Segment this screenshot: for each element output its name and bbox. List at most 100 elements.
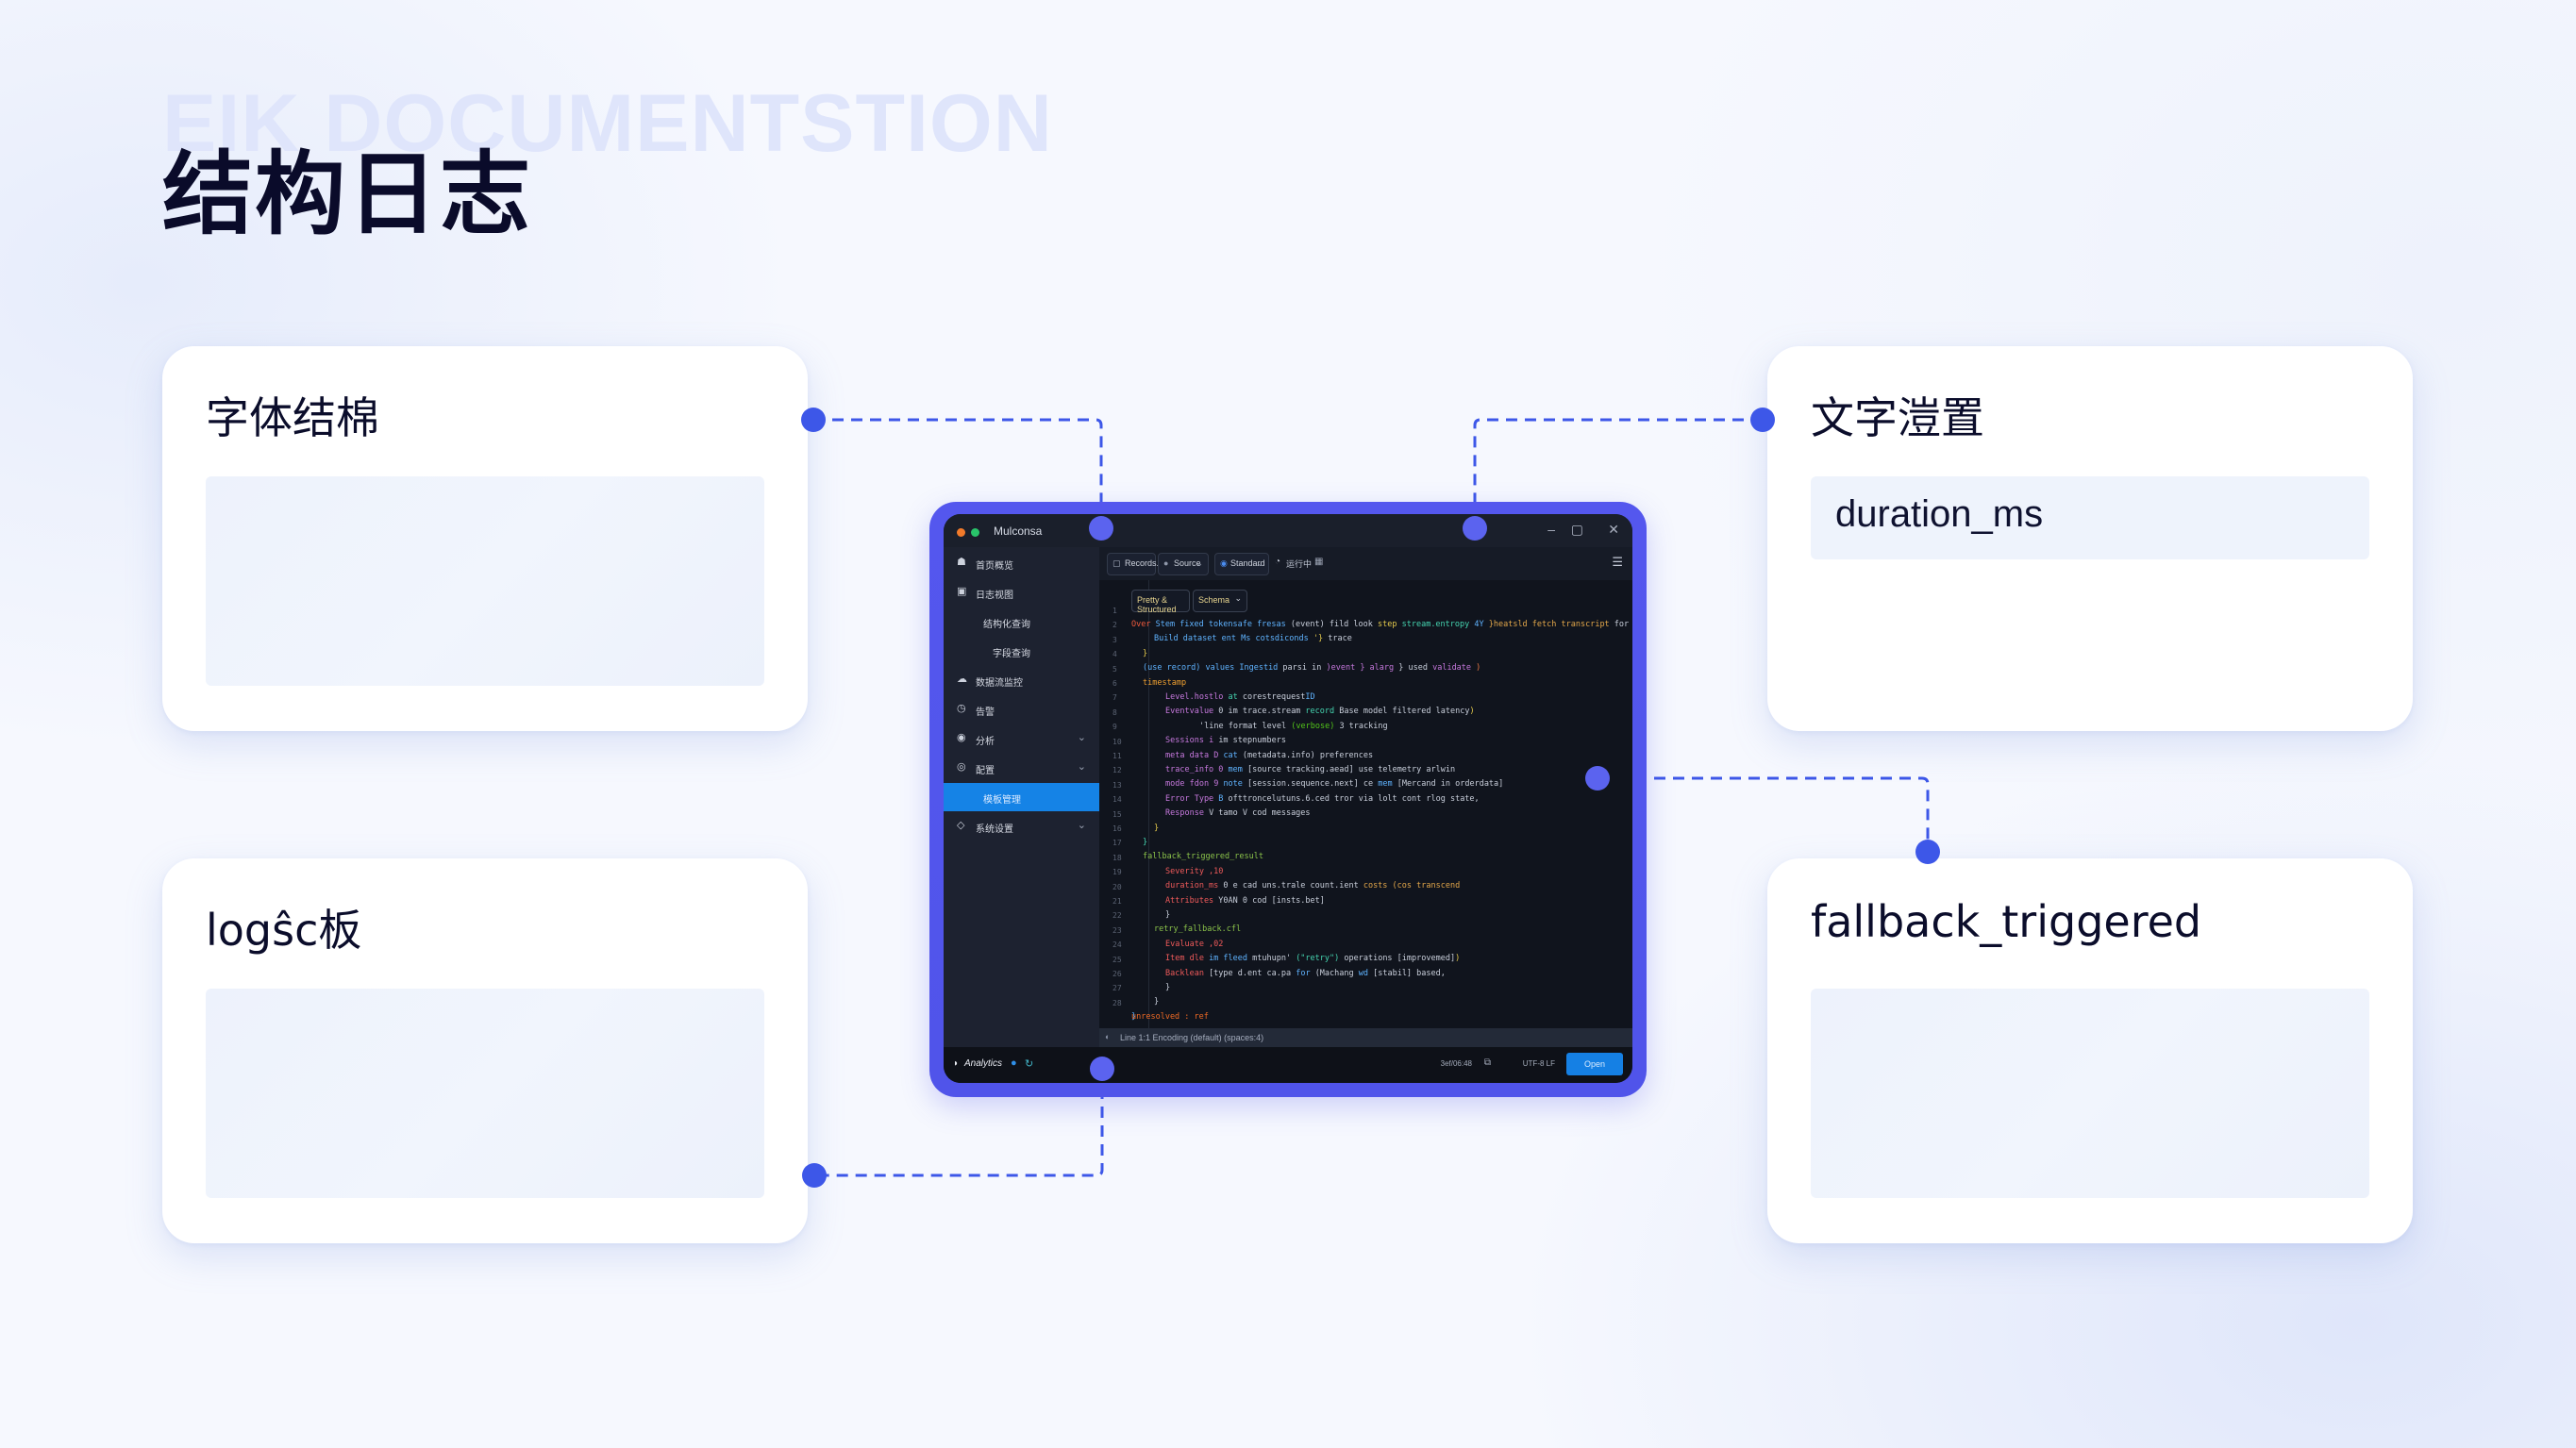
code-token: Severity ,10: [1165, 866, 1224, 876]
sidebar-item[interactable]: ◉分析⌄: [944, 724, 1099, 753]
sync-icon[interactable]: ●: [1011, 1057, 1017, 1069]
code-token: fallback_triggered_result: [1143, 852, 1263, 862]
bell-icon[interactable]: ◗: [953, 1058, 960, 1069]
code-token: retry_fallback.cfl: [1154, 924, 1242, 935]
code-token: preferences: [1319, 750, 1374, 760]
sidebar-item[interactable]: ◷告警: [944, 695, 1099, 724]
code-token: timestamp: [1143, 677, 1187, 688]
standard-dropdown[interactable]: ◉ Standard ⌄: [1214, 553, 1269, 575]
sidebar-item[interactable]: ▣日志视图: [944, 578, 1099, 607]
source-dropdown[interactable]: ● Source ⌄: [1158, 553, 1209, 575]
maximize-icon[interactable]: ▢: [1570, 522, 1583, 537]
code-token: V tamo V cod: [1209, 808, 1272, 819]
code-token: format level: [1228, 721, 1292, 731]
code-token: (metadata.info): [1242, 750, 1320, 760]
code-token: ca.pa: [1266, 968, 1296, 978]
code-token: 'line: [1199, 721, 1229, 731]
sidebar-item[interactable]: 模板管理: [944, 783, 1099, 811]
code-token: [type d.ent: [1209, 968, 1267, 978]
code-token: Base model: [1339, 707, 1393, 717]
chevron-down-icon: ⌄: [1077, 820, 1086, 831]
minimize-icon[interactable]: –: [1547, 522, 1555, 537]
open-button[interactable]: Open: [1566, 1053, 1623, 1075]
code-token: ): [1469, 707, 1475, 717]
code-line: }: [1154, 824, 1159, 833]
menu-icon[interactable]: ☰: [1612, 555, 1623, 569]
code-token: [stabil] based,: [1373, 968, 1446, 978]
window-dot-green-icon[interactable]: [971, 528, 979, 537]
code-token: D: [1213, 750, 1224, 760]
grid-icon[interactable]: ▦: [1314, 557, 1324, 567]
code-line: meta data D cat (metadata.info) preferen…: [1165, 751, 1373, 760]
home-icon: ☗: [957, 557, 966, 568]
code-token: latency: [1435, 707, 1470, 717]
code-line: Severity ,10: [1165, 867, 1223, 876]
sidebar-item-label: 系统设置: [976, 824, 1013, 835]
code-token: tror via lolt cont rlog state,: [1334, 793, 1480, 804]
sidebar-item-label: 数据流监控: [976, 678, 1023, 689]
copy-icon[interactable]: ⧉: [1483, 1057, 1491, 1068]
code-token: Level.hostlo: [1165, 692, 1229, 702]
title-bar: Mulconsa – ▢ ✕: [944, 514, 1632, 547]
code-token: parsi in: [1282, 663, 1327, 674]
sidebar-item[interactable]: ◇ 系统设置 ⌄: [944, 812, 1099, 841]
format-button[interactable]: Pretty & Structured: [1131, 590, 1190, 614]
code-token: 0 e cad uns.trale count.ient: [1223, 881, 1363, 891]
status-bar: ◐ Line 1:1 Encoding (default) (spaces:4): [1099, 1028, 1632, 1047]
line-number: 14: [1112, 795, 1122, 805]
code-token: mtuhupn': [1252, 954, 1296, 964]
line-number: 19: [1112, 868, 1122, 877]
close-icon[interactable]: ✕: [1608, 522, 1619, 537]
code-token: [improvemed]: [1397, 954, 1456, 964]
bottom-bar: ◗ Analytics ● ↻ 3ef/06:48 ⧉ UTF-8 LF Ope…: [944, 1047, 1632, 1083]
line-number: 1: [1112, 607, 1117, 615]
sidebar-item[interactable]: 字段查询: [944, 637, 1099, 665]
connector-node: [1585, 766, 1610, 791]
standard-dropdown-label: Standard: [1230, 558, 1265, 568]
sidebar: ☗首页概览▣日志视图结构化查询字段查询 ☁数据流监控◷告警◉分析⌄◎配置⌄模板管理…: [944, 547, 1099, 1047]
sidebar-item[interactable]: ◎配置⌄: [944, 754, 1099, 782]
code-token: fetch transcript: [1531, 620, 1614, 629]
code-token: Item dle: [1165, 954, 1210, 964]
line-number: 15: [1112, 809, 1122, 819]
line-number: 16: [1112, 824, 1122, 833]
mode-dropdown[interactable]: Schema ⌄: [1193, 590, 1247, 612]
code-token: meta data: [1165, 750, 1214, 760]
code-line: trace_info 0 mem [source tracking.aead] …: [1165, 765, 1455, 774]
code-token: at: [1228, 692, 1243, 702]
line-number: 21: [1112, 897, 1122, 906]
line-number: 2: [1112, 621, 1117, 630]
sidebar-item[interactable]: ☗首页概览: [944, 549, 1099, 577]
code-token: Response: [1165, 808, 1210, 819]
code-token: 9: [1213, 779, 1224, 790]
file-button[interactable]: ▢ Records.json: [1107, 553, 1175, 575]
sidebar-item[interactable]: 结构化查询: [944, 607, 1099, 636]
connector-node: [1915, 840, 1940, 864]
code-token: (Machang: [1314, 968, 1359, 978]
connector-node: [1750, 408, 1775, 432]
code-line: Level.hostlo at corestrequestID: [1165, 692, 1315, 702]
code-token: }: [1143, 838, 1148, 847]
page-title: 结构日志: [162, 141, 532, 247]
code-line: Evaluate ,02: [1165, 940, 1223, 949]
source-dropdown-label: Source: [1174, 558, 1201, 568]
mode-dropdown-label: Schema: [1198, 595, 1230, 605]
sidebar-item-label: 字段查询: [993, 649, 1030, 659]
window-dot-orange-icon[interactable]: [957, 528, 965, 537]
error-line: unresolved : ref: [1131, 1012, 1209, 1022]
code-token: }: [1143, 648, 1148, 658]
header-watermark: EIK DOCUMENTSTION: [162, 78, 1053, 169]
connector-node: [1463, 516, 1487, 541]
line-number: 18: [1112, 853, 1122, 862]
refresh-icon[interactable]: ↻: [1025, 1058, 1034, 1070]
code-line: Build dataset ent Ms cotsdiconds '} trac…: [1154, 634, 1352, 643]
dot-icon: ●: [1163, 558, 1169, 568]
sidebar-item[interactable]: ☁数据流监控: [944, 666, 1099, 694]
drop-icon: ◇: [957, 820, 965, 831]
code-line: timestamp: [1143, 678, 1186, 688]
card-content-box: [1811, 989, 2369, 1198]
line-number: 5: [1112, 664, 1117, 674]
clock-icon: ◷: [957, 703, 966, 714]
field-value[interactable]: duration_ms: [1811, 476, 2369, 559]
